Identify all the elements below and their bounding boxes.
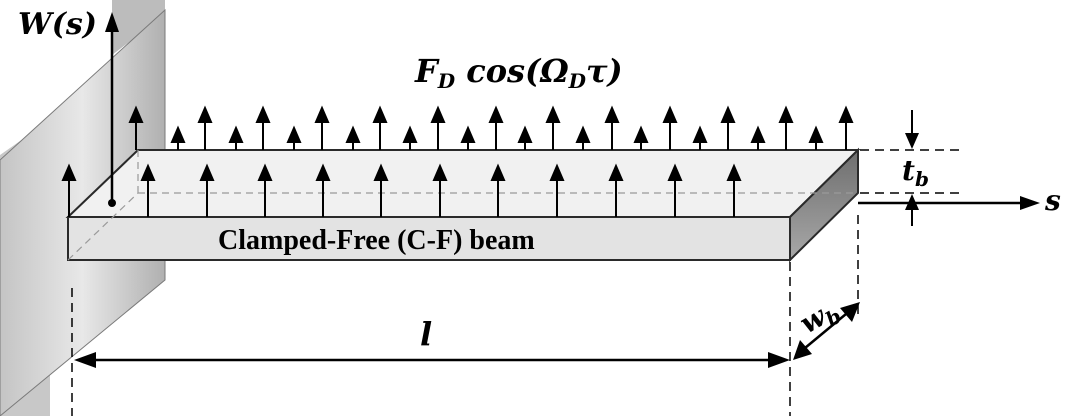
load-arrow-back xyxy=(460,125,476,150)
load-arrow-back xyxy=(633,125,649,150)
width-dimension xyxy=(793,215,860,360)
load-arrow-back xyxy=(228,125,244,150)
load-arrow-back xyxy=(545,105,561,150)
w-axis xyxy=(105,12,119,207)
load-arrow-back xyxy=(197,105,213,150)
length-label: l xyxy=(420,315,432,353)
load-arrow-front xyxy=(61,163,77,217)
thickness-label: tb xyxy=(902,154,929,191)
load-arrow-back xyxy=(778,105,794,150)
load-arrow-front xyxy=(315,163,331,217)
load-arrow-back xyxy=(604,105,620,150)
load-arrow-front xyxy=(199,163,215,217)
load-arrow-back xyxy=(430,105,446,150)
s-axis xyxy=(858,196,1040,210)
load-arrow-back xyxy=(692,125,708,150)
length-dimension xyxy=(71,262,791,416)
load-arrow-back xyxy=(286,125,302,150)
load-arrow-back xyxy=(720,105,736,150)
load-arrow-back xyxy=(662,105,678,150)
load-arrow-back xyxy=(808,125,824,150)
load-arrow-back xyxy=(255,105,271,150)
load-arrow-front xyxy=(373,163,389,217)
load-arrow-back xyxy=(575,125,591,150)
load-arrow-front xyxy=(608,163,624,217)
beam-label: Clamped-Free (C-F) beam xyxy=(218,225,535,256)
load-arrow-front xyxy=(432,163,448,217)
load-arrow-front xyxy=(667,163,683,217)
load-arrows-back xyxy=(128,105,854,150)
load-arrows-front xyxy=(61,163,742,217)
s-axis-label: s xyxy=(1044,184,1061,217)
load-arrow-back xyxy=(488,105,504,150)
load-arrow-front xyxy=(140,163,156,217)
load-arrow-front xyxy=(257,163,273,217)
origin-dot xyxy=(108,199,116,207)
load-arrow-back xyxy=(372,105,388,150)
load-arrow-back xyxy=(838,105,854,150)
thickness-dimension xyxy=(860,110,960,226)
force-label: FD cos(ΩDτ) xyxy=(414,52,623,93)
load-arrow-back xyxy=(517,125,533,150)
load-arrow-back xyxy=(314,105,330,150)
load-arrow-back xyxy=(402,125,418,150)
load-arrow-front xyxy=(549,163,565,217)
load-arrow-back xyxy=(750,125,766,150)
w-axis-label: W(s) xyxy=(18,7,97,42)
load-arrow-back xyxy=(170,125,186,150)
load-arrow-back xyxy=(128,105,144,150)
load-arrow-front xyxy=(490,163,506,217)
load-arrow-front xyxy=(726,163,742,217)
load-arrow-back xyxy=(345,125,361,150)
